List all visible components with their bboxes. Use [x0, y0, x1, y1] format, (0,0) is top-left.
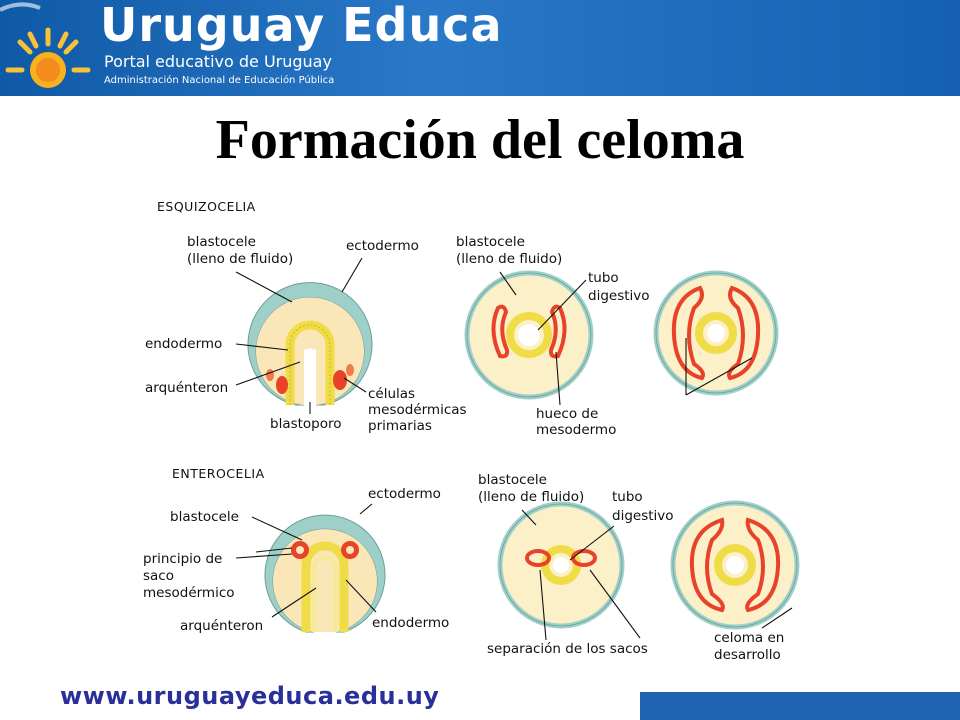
label-celulas: células — [368, 386, 415, 402]
label-blastoporo: blastoporo — [270, 416, 342, 432]
label-separacion: separación de los sacos — [487, 641, 648, 657]
footer-url: www.uruguayeduca.edu.uy — [60, 682, 440, 710]
cross-section-esquizocelia-1 — [464, 270, 594, 400]
leader-line — [343, 377, 367, 393]
leader-line — [235, 361, 301, 386]
leader-line — [499, 271, 517, 296]
leader-line — [255, 547, 293, 553]
leader-line — [271, 587, 317, 618]
label-mesodermicas: mesodérmicas — [368, 402, 467, 418]
site-header: Uruguay Educa Portal educativo de Urugua… — [0, 0, 960, 96]
label-blastocele-3: blastocele — [170, 509, 239, 525]
label-arquenteron-2: arquénteron — [180, 618, 263, 634]
gastrula-esquizocelia — [247, 282, 373, 406]
sun-logo-icon — [0, 2, 91, 88]
label-digestivo: digestivo — [588, 288, 650, 304]
label-lleno-fluido-4: (lleno de fluido) — [478, 489, 584, 505]
cross-section-esquizocelia-2 — [653, 270, 779, 396]
brand-title: Uruguay Educa — [100, 0, 503, 52]
label-blastocele-4: blastocele — [478, 472, 547, 488]
leader-line — [345, 579, 377, 613]
label-endodermo: endodermo — [145, 336, 222, 352]
leader-line — [359, 503, 373, 515]
leader-line — [235, 553, 293, 559]
label-mesodermico: mesodérmico — [143, 585, 235, 601]
brand-subtitle-small: Administración Nacional de Educación Púb… — [104, 75, 335, 86]
section-label-enterocelia: ENTEROCELIA — [172, 466, 265, 481]
leader-line — [555, 351, 561, 406]
label-lleno-fluido: (lleno de fluido) — [187, 251, 293, 267]
label-digestivo-2: digestivo — [612, 508, 674, 524]
label-tubo: tubo — [588, 270, 619, 286]
brand-subtitle: Portal educativo de Uruguay — [104, 52, 332, 71]
label-endodermo-2: endodermo — [372, 615, 449, 631]
gastrula-enterocelia — [264, 514, 386, 633]
leader-line — [235, 271, 293, 303]
label-primarias: primarias — [368, 418, 432, 434]
label-arquenteron: arquénteron — [145, 380, 228, 396]
leader-line — [539, 569, 547, 641]
label-ectodermo-2: ectodermo — [368, 486, 441, 502]
leader-line — [235, 343, 289, 351]
label-blastocele-2: blastocele — [456, 234, 525, 250]
celoma-diagram: ESQUIZOCELIA blastocele (lleno de fluido… — [130, 185, 820, 670]
leader-line — [521, 509, 537, 526]
leader-line — [761, 607, 793, 629]
label-ectodermo: ectodermo — [346, 238, 419, 254]
label-tubo-2: tubo — [612, 489, 643, 505]
slide-title: Formación del celoma — [215, 109, 745, 171]
label-celoma-en: celoma en — [714, 630, 784, 646]
footer-bar — [640, 692, 960, 720]
label-hueco: hueco de — [536, 406, 598, 422]
leader-line — [589, 569, 641, 639]
leader-line — [341, 257, 363, 293]
leader-line — [537, 279, 587, 331]
cross-section-enterocelia-2 — [670, 500, 800, 630]
leader-line — [685, 357, 753, 396]
section-label-esquizocelia: ESQUIZOCELIA — [157, 199, 256, 214]
label-lleno-fluido-2: (lleno de fluido) — [456, 251, 562, 267]
label-saco: saco — [143, 568, 174, 584]
leader-line — [251, 516, 303, 541]
label-desarrollo: desarrollo — [714, 647, 781, 663]
cross-section-enterocelia-1 — [497, 501, 625, 629]
label-principio: principio de — [143, 551, 222, 567]
label-mesodermo: mesodermo — [536, 422, 616, 438]
leader-line — [569, 525, 615, 561]
label-blastocele: blastocele — [187, 234, 256, 250]
